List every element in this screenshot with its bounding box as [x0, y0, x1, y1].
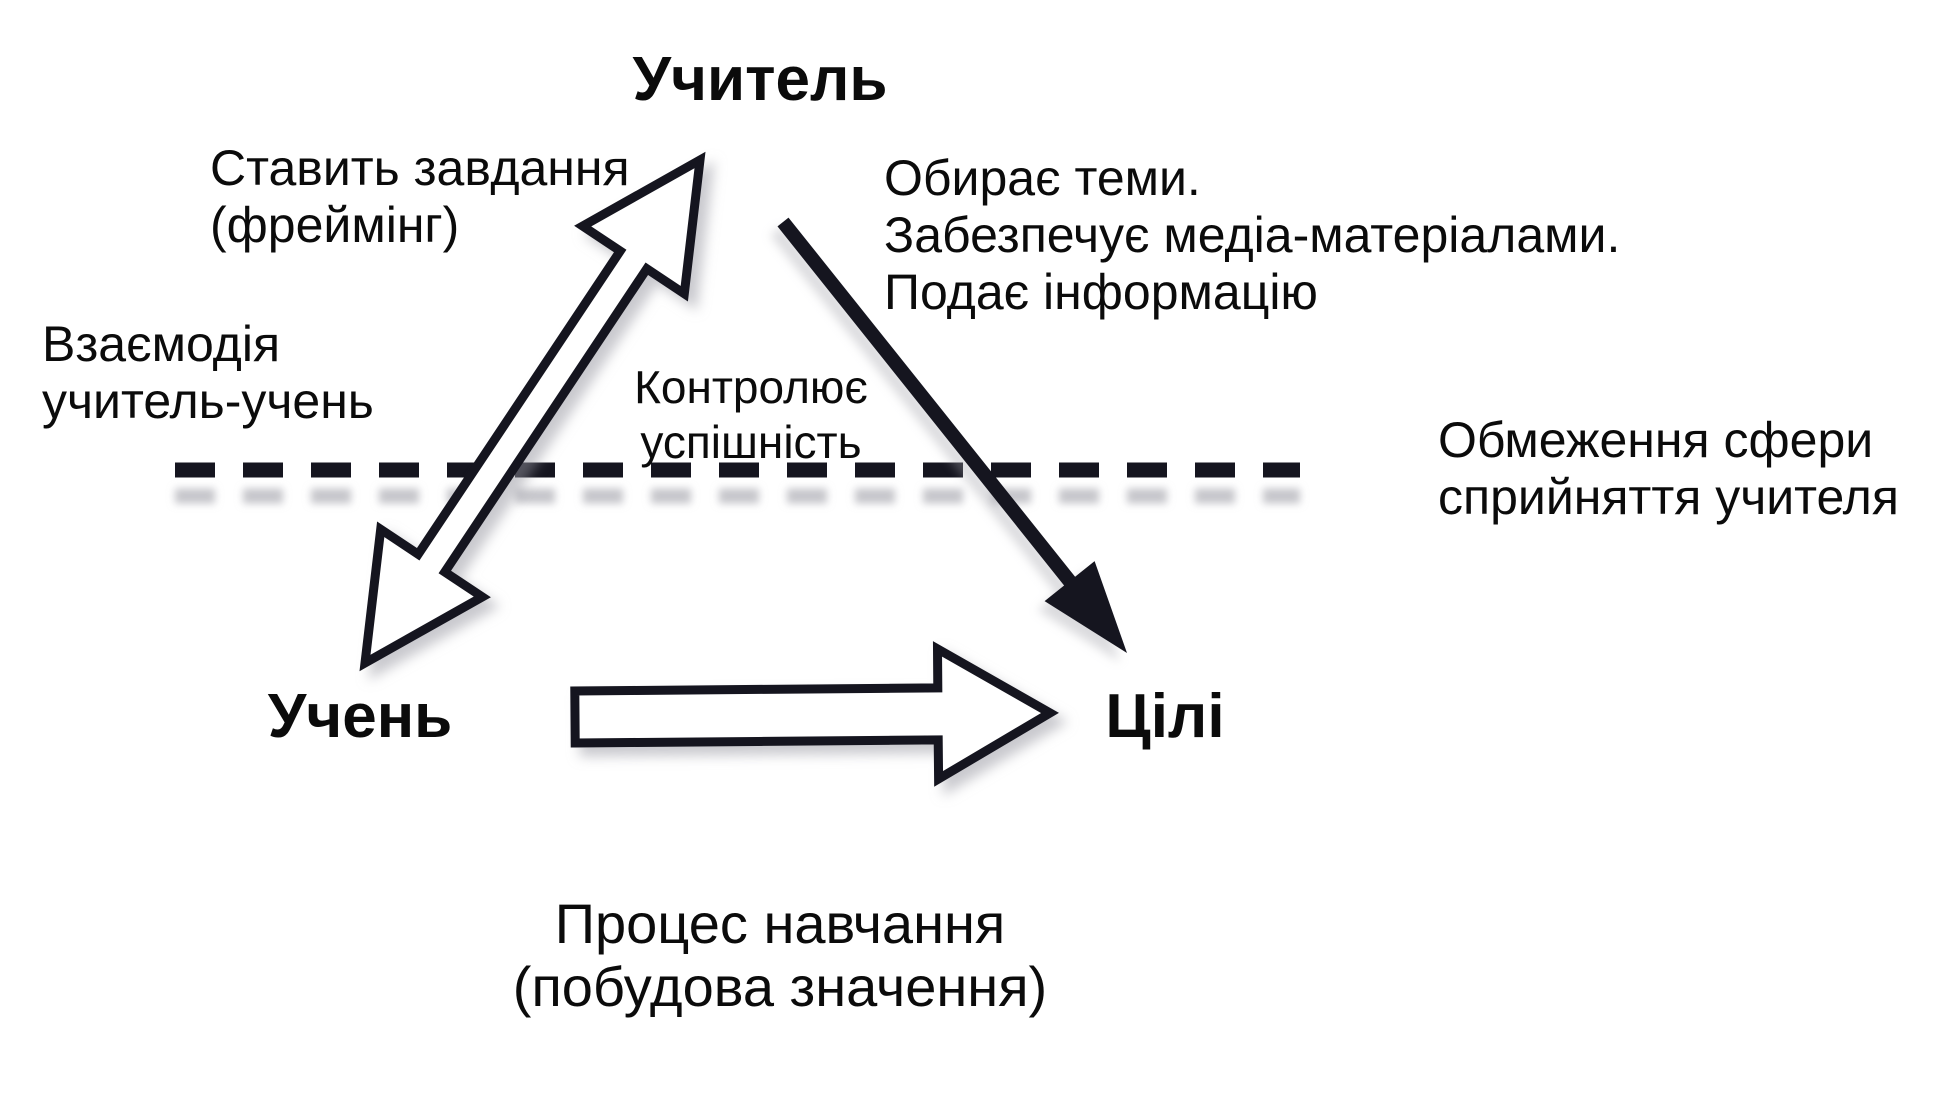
student-goals-arrow: [570, 641, 1059, 787]
teacher-provides-annotation: Обирає теми. Забезпечує медіа-матеріалам…: [884, 150, 1620, 321]
controls-line-1: Контролює: [634, 361, 868, 413]
interaction-annotation: Взаємодія учитель-учень: [42, 316, 374, 430]
process-annotation: Процес навчання (побудова значення): [420, 892, 1140, 1018]
perception-limit-annotation: Обмеження сфери сприйняття учителя: [1438, 412, 1899, 526]
teacher-goals-arrow: [777, 217, 1127, 653]
controls-line-2: успішність: [640, 416, 862, 468]
student-node-label: Учень: [267, 682, 453, 751]
provides-line-3: Подає інформацію: [884, 264, 1318, 320]
perception-limit-line-2: сприйняття учителя: [1438, 469, 1899, 525]
teacher-node-label: Учитель: [632, 45, 888, 114]
provides-line-1: Обирає теми.: [884, 150, 1201, 206]
controls-annotation: Контролює успішність: [576, 360, 926, 470]
framing-line-1: Ставить завдання: [210, 140, 630, 196]
framing-annotation: Ставить завдання (фреймінг): [210, 140, 630, 254]
interaction-line-2: учитель-учень: [42, 373, 374, 429]
goals-node-label: Цілі: [1105, 682, 1225, 751]
process-line-2: (побудова значення): [512, 955, 1048, 1018]
framing-line-2: (фреймінг): [210, 197, 460, 253]
perception-limit-line-1: Обмеження сфери: [1438, 412, 1874, 468]
interaction-line-1: Взаємодія: [42, 316, 281, 372]
teacher-student-double-arrow: [359, 151, 706, 672]
process-line-1: Процес навчання: [554, 892, 1006, 955]
provides-line-2: Забезпечує медіа-матеріалами.: [884, 207, 1621, 263]
